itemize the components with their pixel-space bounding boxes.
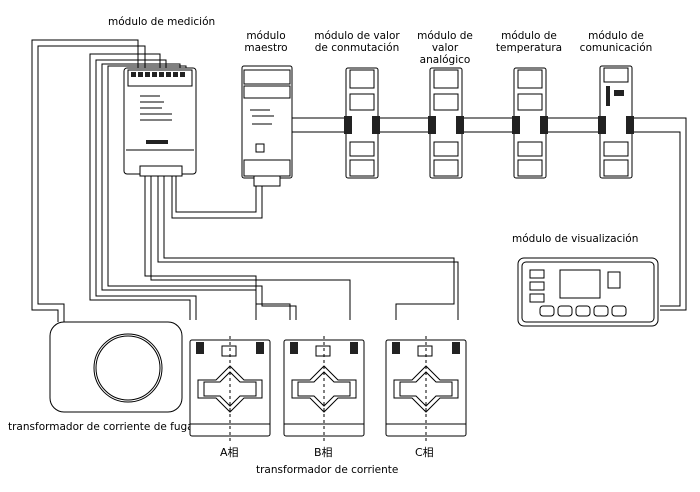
label-leakage-ct: transformador de corriente de fuga: [8, 421, 194, 433]
label-analog-module: módulo de valor analógico: [417, 30, 473, 66]
label-measuring-module: módulo de medición: [108, 16, 216, 28]
label-phase-b: B相: [314, 446, 333, 459]
label-temperature-module: módulo de temperatura: [495, 30, 563, 54]
leakage-current-transformer-device: [49, 321, 183, 413]
label-display-module: módulo de visualización: [512, 233, 639, 245]
label-current-transformer: transformador de corriente: [256, 464, 399, 476]
ct-a-device: [189, 336, 271, 444]
label-communication-module: módulo de comunicación: [579, 30, 653, 54]
switching-module-device: [344, 67, 380, 179]
ct-b-device: [283, 336, 365, 444]
analog-module-device: [428, 67, 464, 179]
master-module-device: [241, 65, 293, 187]
temperature-module-device: [512, 67, 548, 179]
measuring-module-device: [123, 67, 197, 177]
label-phase-a: A相: [220, 446, 239, 459]
label-phase-c: C相: [415, 446, 434, 459]
label-master-module: módulo maestro: [244, 30, 288, 54]
communication-module-device: [598, 65, 634, 179]
label-switching-module: módulo de valor de conmutación: [314, 30, 400, 54]
display-module-device: [517, 257, 659, 327]
ct-c-device: [385, 336, 467, 444]
wiring: [31, 39, 687, 322]
